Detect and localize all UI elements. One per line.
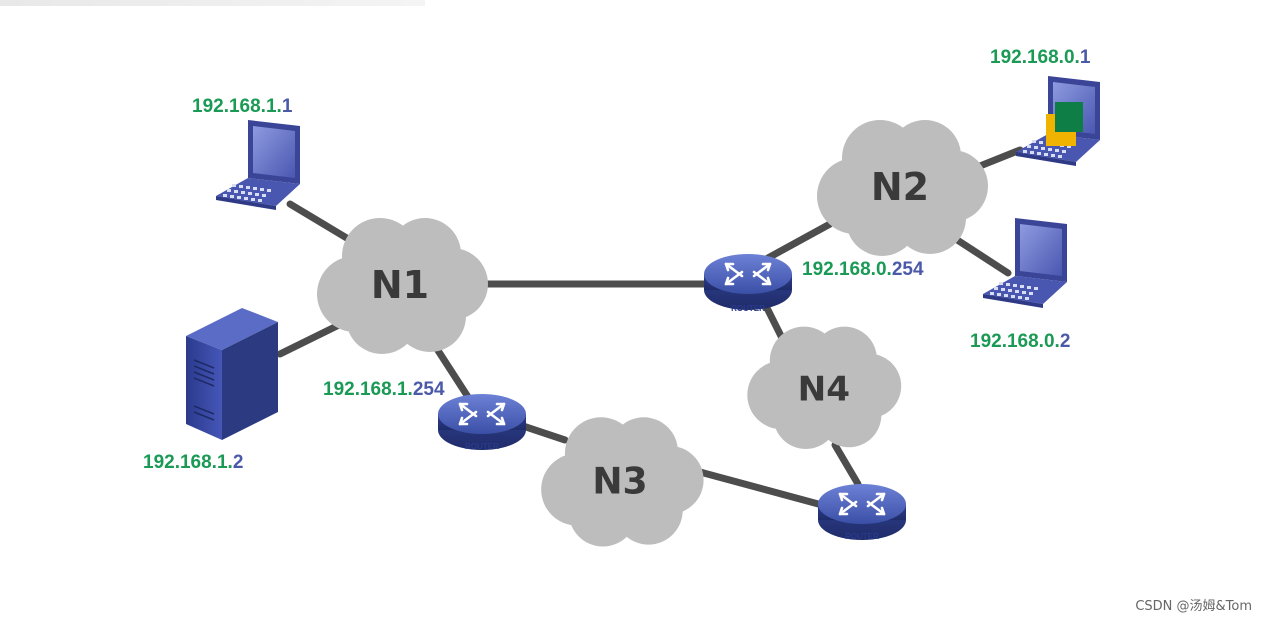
ip-host: 2 (233, 452, 244, 473)
ip-host: 2 (1060, 331, 1071, 352)
ip-server: 192.168.1.2 (143, 452, 243, 473)
ip-prefix: 192.168.0. (990, 47, 1080, 68)
ip-laptop-n2-bottom: 192.168.0.2 (970, 331, 1070, 352)
ip-prefix: 192.168.0. (970, 331, 1060, 352)
router-2: ROUTER (702, 252, 794, 313)
cloud-n4: N4 (747, 326, 902, 449)
link-router1-n3 (516, 421, 569, 444)
watermark: CSDN @汤姆&Tom (1135, 599, 1252, 614)
link-n3-router3 (696, 468, 826, 509)
router-1: ROUTER (436, 392, 528, 452)
cloud-n4-label: N4 (798, 369, 850, 409)
router-2-label: ROUTER (731, 304, 765, 313)
ip-host: 254 (413, 379, 445, 400)
ip-prefix: 192.168.1. (143, 452, 233, 473)
ip-host: 1 (282, 96, 293, 117)
links (276, 146, 1024, 509)
link-server-n1 (276, 318, 349, 358)
cloud-n3-label: N3 (592, 459, 647, 502)
link-laptop1-n1 (286, 200, 359, 247)
laptop-icon (216, 120, 300, 210)
ip-router2: 192.168.0.254 (802, 259, 924, 280)
ip-router1: 192.168.1.254 (323, 379, 445, 400)
cloud-n2-label: N2 (871, 165, 929, 209)
ip-host: 254 (892, 259, 924, 280)
router-3-label: ROUTER (845, 532, 879, 541)
ip-laptop-n2-top: 192.168.0.1 (990, 47, 1091, 68)
cloud-n1: N1 (317, 218, 488, 354)
router-3: ROUTER (816, 482, 908, 542)
highlight-square-green (1055, 102, 1083, 132)
server-side (222, 322, 278, 440)
server-vents (193, 359, 215, 421)
cloud-n1-label: N1 (371, 263, 429, 307)
laptop-n2-top (1016, 76, 1100, 166)
router-1-label: ROUTER (465, 442, 499, 451)
router-icon (702, 252, 794, 312)
link-n2-laptop-top (971, 146, 1024, 172)
link-router2-n2 (764, 220, 834, 262)
link-n4-router3 (831, 441, 862, 488)
server-top (186, 308, 278, 350)
cloud-n3: N3 (541, 417, 704, 547)
server-front (186, 336, 222, 440)
ip-host: 1 (1080, 47, 1091, 68)
cloud-n2: N2 (817, 120, 988, 256)
top-strip (0, 0, 425, 6)
ip-prefix: 192.168.1. (323, 379, 413, 400)
ip-laptop1: 192.168.1.1 (192, 96, 293, 117)
ip-prefix: 192.168.0. (802, 259, 892, 280)
server (186, 308, 278, 440)
ip-prefix: 192.168.1. (192, 96, 282, 117)
laptop-n1 (216, 120, 300, 210)
